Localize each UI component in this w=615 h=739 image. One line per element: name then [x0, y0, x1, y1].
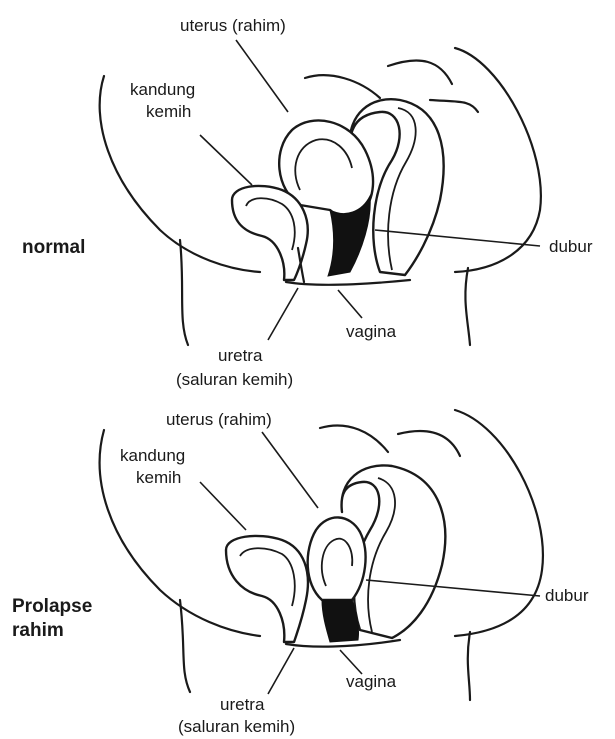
- normal-urethra-label-line1: uretra: [218, 346, 262, 366]
- prolapse-belly-outline: [455, 410, 543, 636]
- prolapse-upper-curve-2: [398, 431, 460, 456]
- normal-uterus-leader: [236, 40, 288, 112]
- normal-title: normal: [22, 236, 85, 260]
- normal-urethra-label-line2: (saluran kemih): [176, 370, 293, 390]
- normal-upper-curve-3: [430, 100, 478, 112]
- prolapse-right-thigh: [468, 632, 470, 700]
- normal-rectum-label: dubur: [549, 237, 592, 257]
- prolapse-uterus-label: uterus (rahim): [166, 410, 272, 430]
- prolapse-upper-curve-1: [320, 425, 388, 452]
- prolapse-rectum-label: dubur: [545, 586, 588, 606]
- normal-vagina-leader: [338, 290, 362, 318]
- prolapse-title-line2: rahim: [12, 619, 64, 643]
- prolapse-anatomy-drawing: [0, 400, 615, 730]
- prolapse-vagina-canal: [322, 600, 359, 642]
- prolapse-urethra-label-line1: uretra: [220, 695, 264, 715]
- prolapse-urethra-label-line2: (saluran kemih): [178, 717, 295, 737]
- normal-upper-curve-2: [388, 60, 452, 84]
- normal-urethra-leader: [268, 288, 298, 340]
- normal-uterus-label: uterus (rahim): [180, 16, 286, 36]
- normal-bladder-label-line1: kandung: [130, 80, 195, 100]
- prolapse-thigh-outline: [180, 600, 190, 692]
- prolapse-uterus-leader: [262, 432, 318, 508]
- prolapse-vagina-label: vagina: [346, 672, 396, 692]
- prolapse-urethra-leader: [268, 648, 294, 694]
- prolapse-title-line1: Prolapse: [12, 595, 92, 619]
- normal-right-thigh: [465, 268, 470, 345]
- normal-thigh-outline: [180, 240, 188, 345]
- prolapse-bladder-label-line2: kemih: [136, 468, 181, 488]
- normal-bladder-leader: [200, 135, 252, 185]
- prolapse-bladder-leader: [200, 482, 246, 530]
- normal-anatomy-drawing: [0, 0, 615, 370]
- normal-bladder-label-line2: kemih: [146, 102, 191, 122]
- normal-upper-curve-1: [305, 75, 380, 98]
- prolapse-uterus-shape: [308, 517, 366, 600]
- normal-vagina-label: vagina: [346, 322, 396, 342]
- prolapse-vagina-leader: [340, 650, 362, 674]
- prolapse-bladder-label-line1: kandung: [120, 446, 185, 466]
